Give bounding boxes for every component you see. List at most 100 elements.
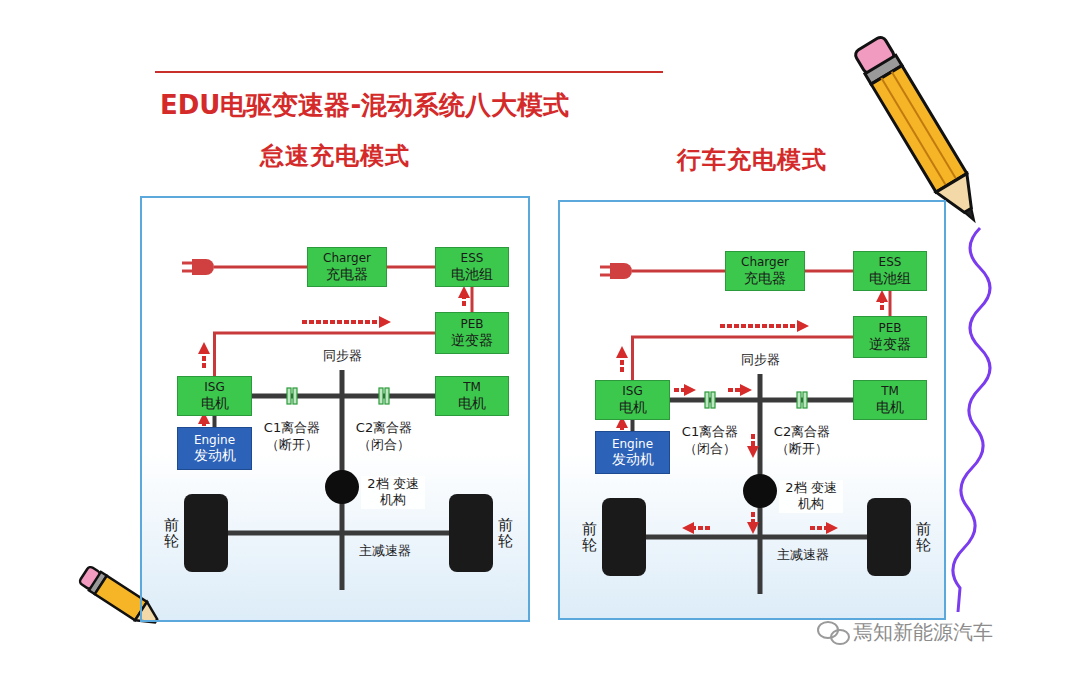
component-box: PEB逆变器 — [435, 312, 509, 354]
tyre-shape — [184, 494, 228, 572]
clutch-label: C2离合器 （断开） — [769, 424, 835, 458]
front-wheel: 前轮 — [164, 494, 228, 572]
final-drive-label: 主减速器 — [350, 543, 420, 560]
component-code: Engine — [194, 434, 235, 448]
component-box: TM电机 — [435, 376, 509, 416]
clutch-label: C2离合器 （闭合） — [351, 420, 417, 454]
clutch-symbol — [705, 392, 715, 408]
power-wire — [387, 266, 435, 269]
component-name: 电池组 — [451, 266, 493, 282]
component-box: Charger充电器 — [307, 247, 387, 287]
front-wheel: 前轮 — [867, 498, 931, 576]
engine-box: Engine发动机 — [595, 431, 670, 474]
component-code: Charger — [741, 256, 789, 270]
charge-cable — [632, 270, 725, 273]
clutch-label: C1离合器 （闭合） — [677, 424, 743, 458]
component-box: Charger充电器 — [725, 251, 805, 291]
tyre-shape — [602, 498, 646, 576]
plug-icon — [600, 263, 632, 279]
flow-arrow — [810, 526, 832, 530]
component-name: 发动机 — [612, 451, 654, 467]
component-code: Charger — [323, 252, 371, 266]
clutch-symbol — [287, 388, 297, 404]
engine-box: Engine发动机 — [177, 427, 252, 470]
wheel-label: 前轮 — [498, 517, 513, 550]
tyre-shape — [449, 494, 493, 572]
component-code: ESS — [879, 256, 902, 270]
title-rule — [155, 71, 663, 73]
flow-arrow — [202, 418, 206, 426]
panel-title: 怠速充电模式 — [142, 140, 528, 172]
gear-label: 2档 变速机构 — [361, 476, 425, 509]
component-code: Engine — [612, 438, 653, 452]
gear-circle — [743, 474, 777, 508]
tyre-shape — [867, 498, 911, 576]
component-code: TM — [463, 381, 481, 395]
drive-shaft — [213, 416, 217, 427]
component-box: ISG电机 — [595, 380, 670, 420]
synchronizer-label: 同步器 — [735, 352, 785, 369]
power-wire — [471, 287, 474, 312]
front-wheel: 前轮 — [449, 494, 513, 572]
clutch-label: C1离合器 （断开） — [259, 420, 325, 454]
gear-circle — [325, 470, 359, 504]
watermark: 焉知新能源汽车 — [853, 619, 993, 646]
page-title: EDU电驱变速器-混动系统八大模式 — [160, 88, 569, 123]
drive-shaft — [631, 420, 635, 431]
wechat-icon — [818, 622, 849, 644]
component-box: TM电机 — [853, 380, 927, 420]
wheel-label: 前轮 — [164, 517, 179, 550]
flow-arrow — [751, 434, 755, 452]
component-box: ESS电池组 — [853, 251, 927, 291]
wavy-line — [953, 228, 990, 612]
component-name: 电机 — [619, 399, 647, 415]
component-name: 电机 — [876, 399, 904, 415]
component-code: ISG — [622, 385, 642, 399]
flow-arrow — [620, 352, 624, 372]
component-name: 电机 — [201, 395, 229, 411]
front-wheel: 前轮 — [582, 498, 646, 576]
component-name: 电机 — [458, 395, 486, 411]
synchronizer-label: 同步器 — [317, 348, 367, 365]
flow-arrow — [462, 292, 466, 306]
flow-arrow — [880, 296, 884, 310]
component-name: 充电器 — [326, 266, 368, 282]
component-box: PEB逆变器 — [853, 316, 927, 358]
panel-ground — [558, 200, 946, 620]
component-name: 发动机 — [194, 447, 236, 463]
mode-panel: 行车充电模式Charger充电器ESS电池组PEB逆变器ISG电机TM电机Eng… — [558, 200, 946, 620]
drive-shaft — [646, 535, 867, 540]
component-name: 逆变器 — [869, 336, 911, 352]
component-box: ESS电池组 — [435, 247, 509, 287]
drive-shaft — [228, 531, 449, 536]
mode-panel: 怠速充电模式Charger充电器ESS电池组PEB逆变器ISG电机TM电机Eng… — [140, 196, 530, 622]
final-drive-label: 主减速器 — [768, 547, 838, 564]
gear-label: 2档 变速机构 — [779, 480, 843, 513]
panel-ground — [140, 196, 530, 622]
component-code: ESS — [461, 252, 484, 266]
charge-cable — [214, 266, 307, 269]
panel-title: 行车充电模式 — [560, 144, 944, 176]
component-name: 充电器 — [744, 270, 786, 286]
clutch-symbol — [379, 388, 389, 404]
flow-arrow — [688, 526, 710, 530]
flow-arrow — [720, 324, 803, 328]
gear-stage-circle: 2档 变速机构 — [743, 474, 777, 508]
component-name: 电池组 — [869, 270, 911, 286]
component-code: PEB — [878, 322, 901, 336]
component-code: TM — [881, 385, 899, 399]
flow-arrow — [674, 388, 690, 392]
gear-stage-circle: 2档 变速机构 — [325, 470, 359, 504]
panel-ground — [140, 196, 946, 622]
flow-arrow — [751, 512, 755, 528]
flow-arrow — [202, 348, 206, 368]
flow-arrow — [728, 388, 746, 392]
power-wire — [805, 270, 853, 273]
wheel-label: 前轮 — [582, 521, 597, 554]
component-code: ISG — [204, 381, 224, 395]
flow-arrow — [302, 320, 385, 324]
component-name: 逆变器 — [451, 332, 493, 348]
flow-arrow — [620, 422, 624, 430]
plug-icon — [182, 259, 214, 275]
